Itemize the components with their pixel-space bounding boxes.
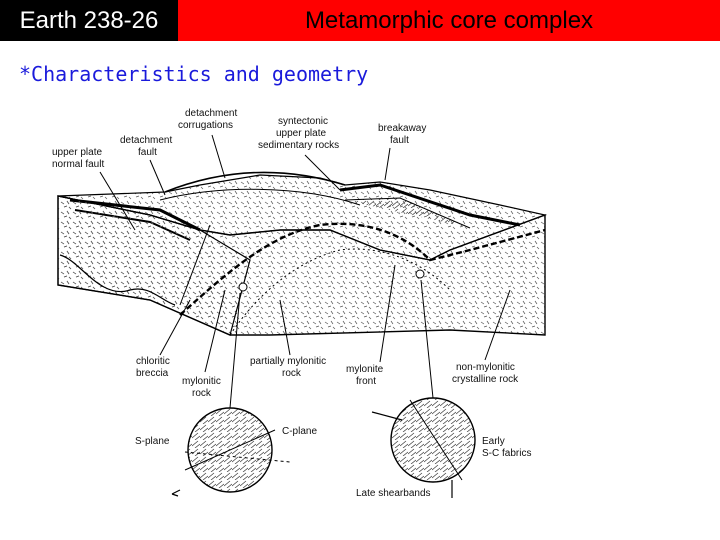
label-breakaway-line1: breakaway (378, 123, 426, 134)
label-s-plane: S-plane (135, 436, 170, 447)
label-partially-line1: partially mylonitic (250, 356, 326, 367)
label-c-plane: C-plane (282, 426, 317, 437)
label-mylonitic-rock: mylonitic rock (182, 376, 224, 399)
label-detachment-line1: detachment (120, 135, 172, 146)
label-non-mylonitic-line2: crystalline rock (452, 374, 519, 385)
label-syntectonic: syntectonic upper plate sedimentary rock… (258, 116, 339, 151)
label-late-shearbands: Late shearbands (356, 488, 431, 499)
label-normal-fault-line2: normal fault (52, 159, 104, 170)
sc-fabric-inset (171, 292, 291, 497)
label-detachment-fault: detachment fault (120, 135, 175, 158)
label-fault-line2: fault (138, 147, 157, 158)
label-upper-plate-normal-fault: upper plate normal fault (52, 147, 105, 170)
leader-lines (99, 134, 511, 373)
label-early-line2: S-C fabrics (482, 448, 531, 459)
slide-title: Metamorphic core complex (304, 7, 594, 34)
label-syntectonic-line2: upper plate (276, 128, 326, 139)
label-syntectonic-line1: syntectonic (278, 116, 328, 127)
slide-subtitle: *Characteristics and geometry (19, 62, 369, 86)
label-non-mylonitic-line1: non-mylonitic (456, 362, 515, 373)
label-mylonitic-line2: rock (192, 388, 212, 399)
label-breakaway-line2: fault (390, 135, 409, 146)
label-front-line2: front (356, 376, 376, 387)
shearband-inset (371, 279, 476, 498)
label-chloritic-breccia: chloritic breccia (136, 356, 173, 379)
label-chloritic-line2: breccia (136, 368, 169, 379)
label-mylonite-front: mylonite front (346, 364, 386, 387)
block-top-surface (57, 171, 548, 261)
label-mylonitic-line1: mylonitic (182, 376, 221, 387)
label-non-mylonitic: non-mylonitic crystalline rock (452, 362, 519, 385)
label-breakaway-fault: breakaway fault (378, 123, 429, 146)
label-partially-mylonitic: partially mylonitic rock (250, 356, 329, 379)
label-partially-line2: rock (282, 368, 302, 379)
label-early-line1: Early (482, 436, 505, 447)
label-syntectonic-line3: sedimentary rocks (258, 140, 339, 151)
label-corrugations-line1: detachment (185, 108, 237, 119)
label-front-line1: mylonite (346, 364, 384, 375)
label-upper-plate-line1: upper plate (52, 147, 102, 158)
label-detachment-corrugations: detachment corrugations (178, 108, 240, 131)
course-code: Earth 238-26 (0, 0, 178, 41)
label-early-sc: Early S-C fabrics (482, 436, 531, 459)
label-corrugations-line2: corrugations (178, 120, 233, 131)
label-chloritic-line1: chloritic (136, 356, 170, 367)
